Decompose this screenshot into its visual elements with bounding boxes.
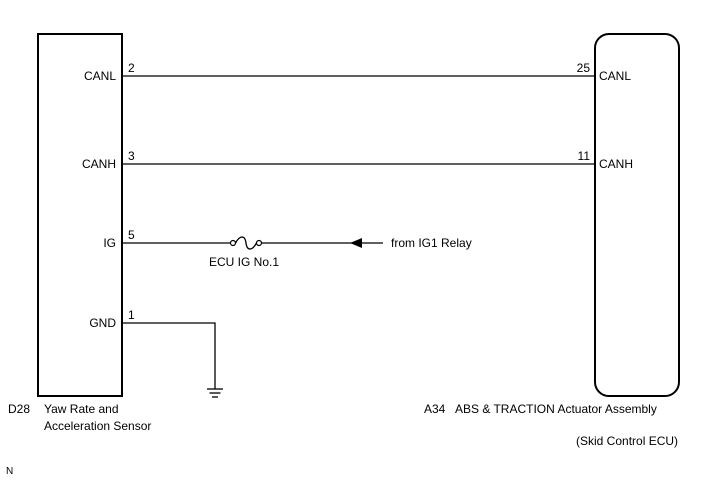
left-label-canl: CANL xyxy=(84,69,116,83)
left-pin-ig: 5 xyxy=(128,228,135,242)
left-pin-canl: 2 xyxy=(128,61,135,75)
left-component-name-line2: Acceleration Sensor xyxy=(44,419,151,433)
arrow-left-icon xyxy=(350,238,362,248)
left-component-name-line1: Yaw Rate and xyxy=(44,402,119,416)
yaw-rate-sensor-box xyxy=(37,33,123,397)
right-pin-canl: 25 xyxy=(577,61,591,75)
left-label-ig: IG xyxy=(103,236,116,250)
right-component-name: ABS & TRACTION Actuator Assembly xyxy=(455,402,657,416)
fuse-terminal-left xyxy=(229,239,237,247)
ig-circuit xyxy=(122,236,383,250)
ig-source-label: from IG1 Relay xyxy=(391,236,472,250)
left-label-gnd: GND xyxy=(89,316,116,330)
right-component-code: A34 xyxy=(424,402,446,416)
abs-actuator-box xyxy=(594,33,680,397)
fuse-terminal-right xyxy=(255,239,263,247)
fuse-label: ECU IG No.1 xyxy=(209,255,279,269)
gnd-circuit xyxy=(122,322,223,398)
left-pin-canh: 3 xyxy=(128,149,135,163)
right-label-canh: CANH xyxy=(599,157,633,171)
gnd-wire xyxy=(122,322,216,389)
right-label-canl: CANL xyxy=(599,69,631,83)
left-pin-gnd: 1 xyxy=(128,308,135,322)
right-component-subname: (Skid Control ECU) xyxy=(576,434,678,448)
corner-mark: N xyxy=(6,466,13,477)
left-label-canh: CANH xyxy=(82,157,116,171)
fuse-icon xyxy=(234,236,258,250)
left-component-code: D28 xyxy=(8,402,30,416)
right-pin-canh: 11 xyxy=(578,149,591,163)
